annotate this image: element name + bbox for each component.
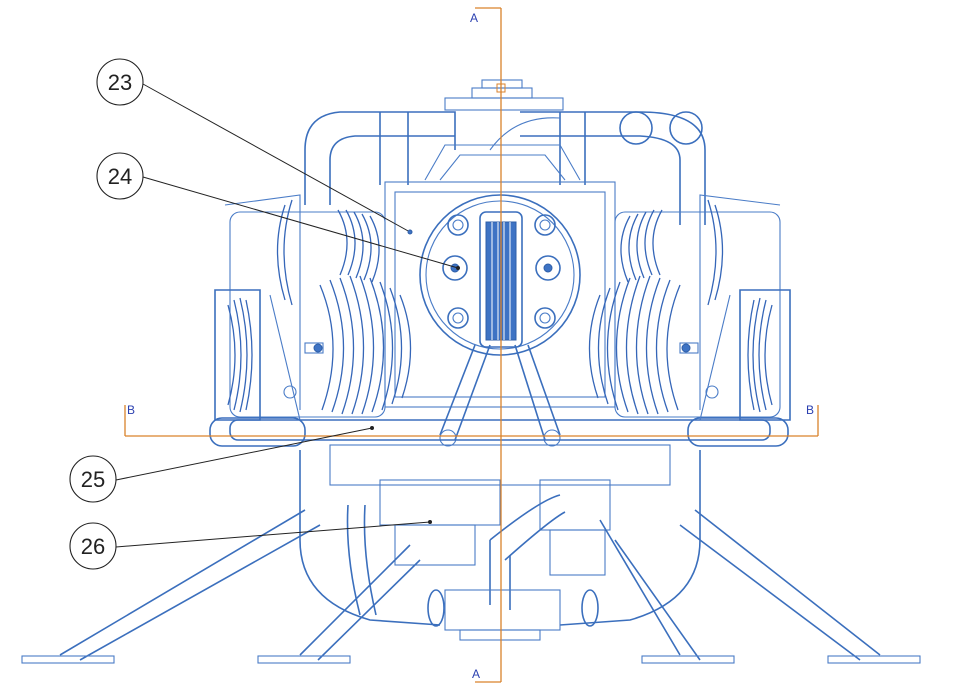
lower-body	[229, 419, 771, 641]
leader-26	[115, 521, 431, 548]
front-left-fins	[319, 275, 412, 415]
rear-right-fins	[620, 199, 724, 306]
section-label-a-bottom: A	[472, 667, 480, 681]
balloon-24-label: 24	[108, 164, 132, 189]
leader-25	[115, 427, 373, 481]
balloon-26: 26	[69, 522, 117, 570]
right-cylinder-bank	[588, 194, 791, 447]
section-label-a-top: A	[470, 11, 478, 25]
balloon-25-label: 25	[81, 467, 105, 492]
section-label-b-right: B	[806, 403, 814, 417]
right-head-fins	[747, 297, 773, 413]
balloon-25: 25	[69, 455, 117, 503]
front-right-fins	[588, 275, 681, 415]
case-bolts	[442, 214, 561, 329]
upper-tubes	[304, 111, 706, 225]
balloon-26-label: 26	[81, 534, 105, 559]
leader-24	[142, 176, 459, 269]
crankcase	[384, 181, 616, 447]
section-label-b-left: B	[127, 403, 135, 417]
rear-left-fins	[276, 199, 380, 306]
top-cap	[424, 79, 581, 181]
section-lines	[124, 7, 819, 683]
balloon-24: 24	[96, 152, 144, 200]
left-cylinder-bank	[209, 194, 412, 447]
balloon-23: 23	[96, 58, 144, 106]
left-head-fins	[227, 297, 253, 413]
callouts: 23 24 25 26	[69, 58, 460, 570]
mount-legs	[21, 509, 921, 664]
leader-23	[142, 83, 411, 233]
balloon-23-label: 23	[108, 70, 132, 95]
